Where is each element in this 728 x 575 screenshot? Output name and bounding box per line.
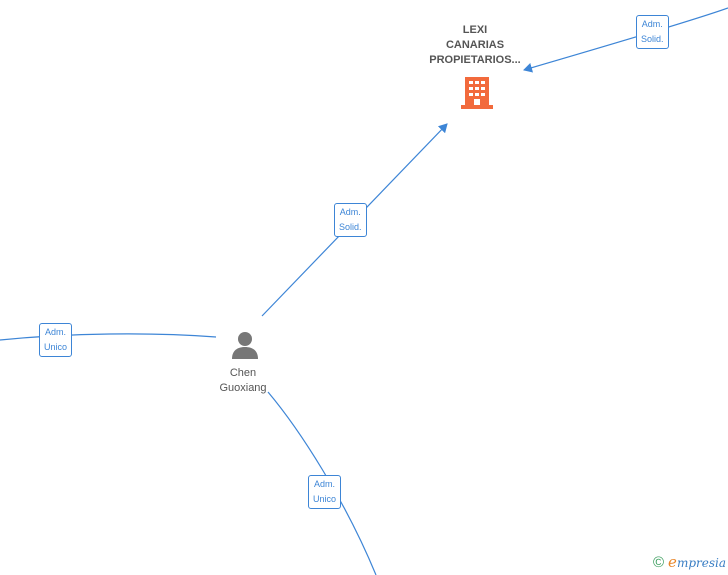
company-name-line3: PROPIETARIOS...: [429, 54, 521, 66]
edge-label-line2: Unico: [44, 342, 68, 352]
edge-label-line1: Adm.: [339, 207, 361, 217]
brand-name-rest: mpresia: [676, 556, 726, 570]
edge-label-left-to-person[interactable]: Adm. Unico: [39, 323, 73, 357]
brand-logo: empresia: [668, 553, 726, 571]
edge-label-line1: Adm.: [45, 327, 67, 337]
company-name-line2: CANARIAS: [445, 39, 505, 51]
copyright-icon: ©: [652, 553, 665, 571]
edge-person-to-bottom[interactable]: [267, 391, 377, 575]
person-node-label[interactable]: Chen Guoxiang: [203, 366, 283, 396]
person-icon[interactable]: [231, 331, 259, 364]
brand-watermark: © empresia: [653, 553, 726, 571]
edge-label-person-to-company[interactable]: Adm. Solid.: [334, 203, 367, 237]
edge-label-line1: Adm.: [641, 19, 663, 29]
edge-label-person-to-bottom[interactable]: Adm. Unico: [308, 475, 342, 509]
edge-label-line2: Solid.: [339, 222, 362, 232]
edge-label-line2: Unico: [313, 494, 337, 504]
building-icon[interactable]: [461, 75, 493, 114]
edge-right-to-company[interactable]: [523, 7, 728, 73]
edge-left-to-person[interactable]: [0, 333, 217, 341]
person-first-name: Chen: [229, 367, 257, 379]
company-name-line1: LEXI: [462, 24, 488, 36]
edge-label-right-to-company[interactable]: Adm. Solid.: [636, 15, 669, 49]
edge-label-line1: Adm.: [314, 479, 336, 489]
person-last-name: Guoxiang: [219, 382, 267, 394]
brand-initial: e: [668, 553, 677, 571]
company-node-label[interactable]: LEXI CANARIAS PROPIETARIOS...: [405, 23, 545, 68]
edge-label-line2: Solid.: [641, 34, 664, 44]
